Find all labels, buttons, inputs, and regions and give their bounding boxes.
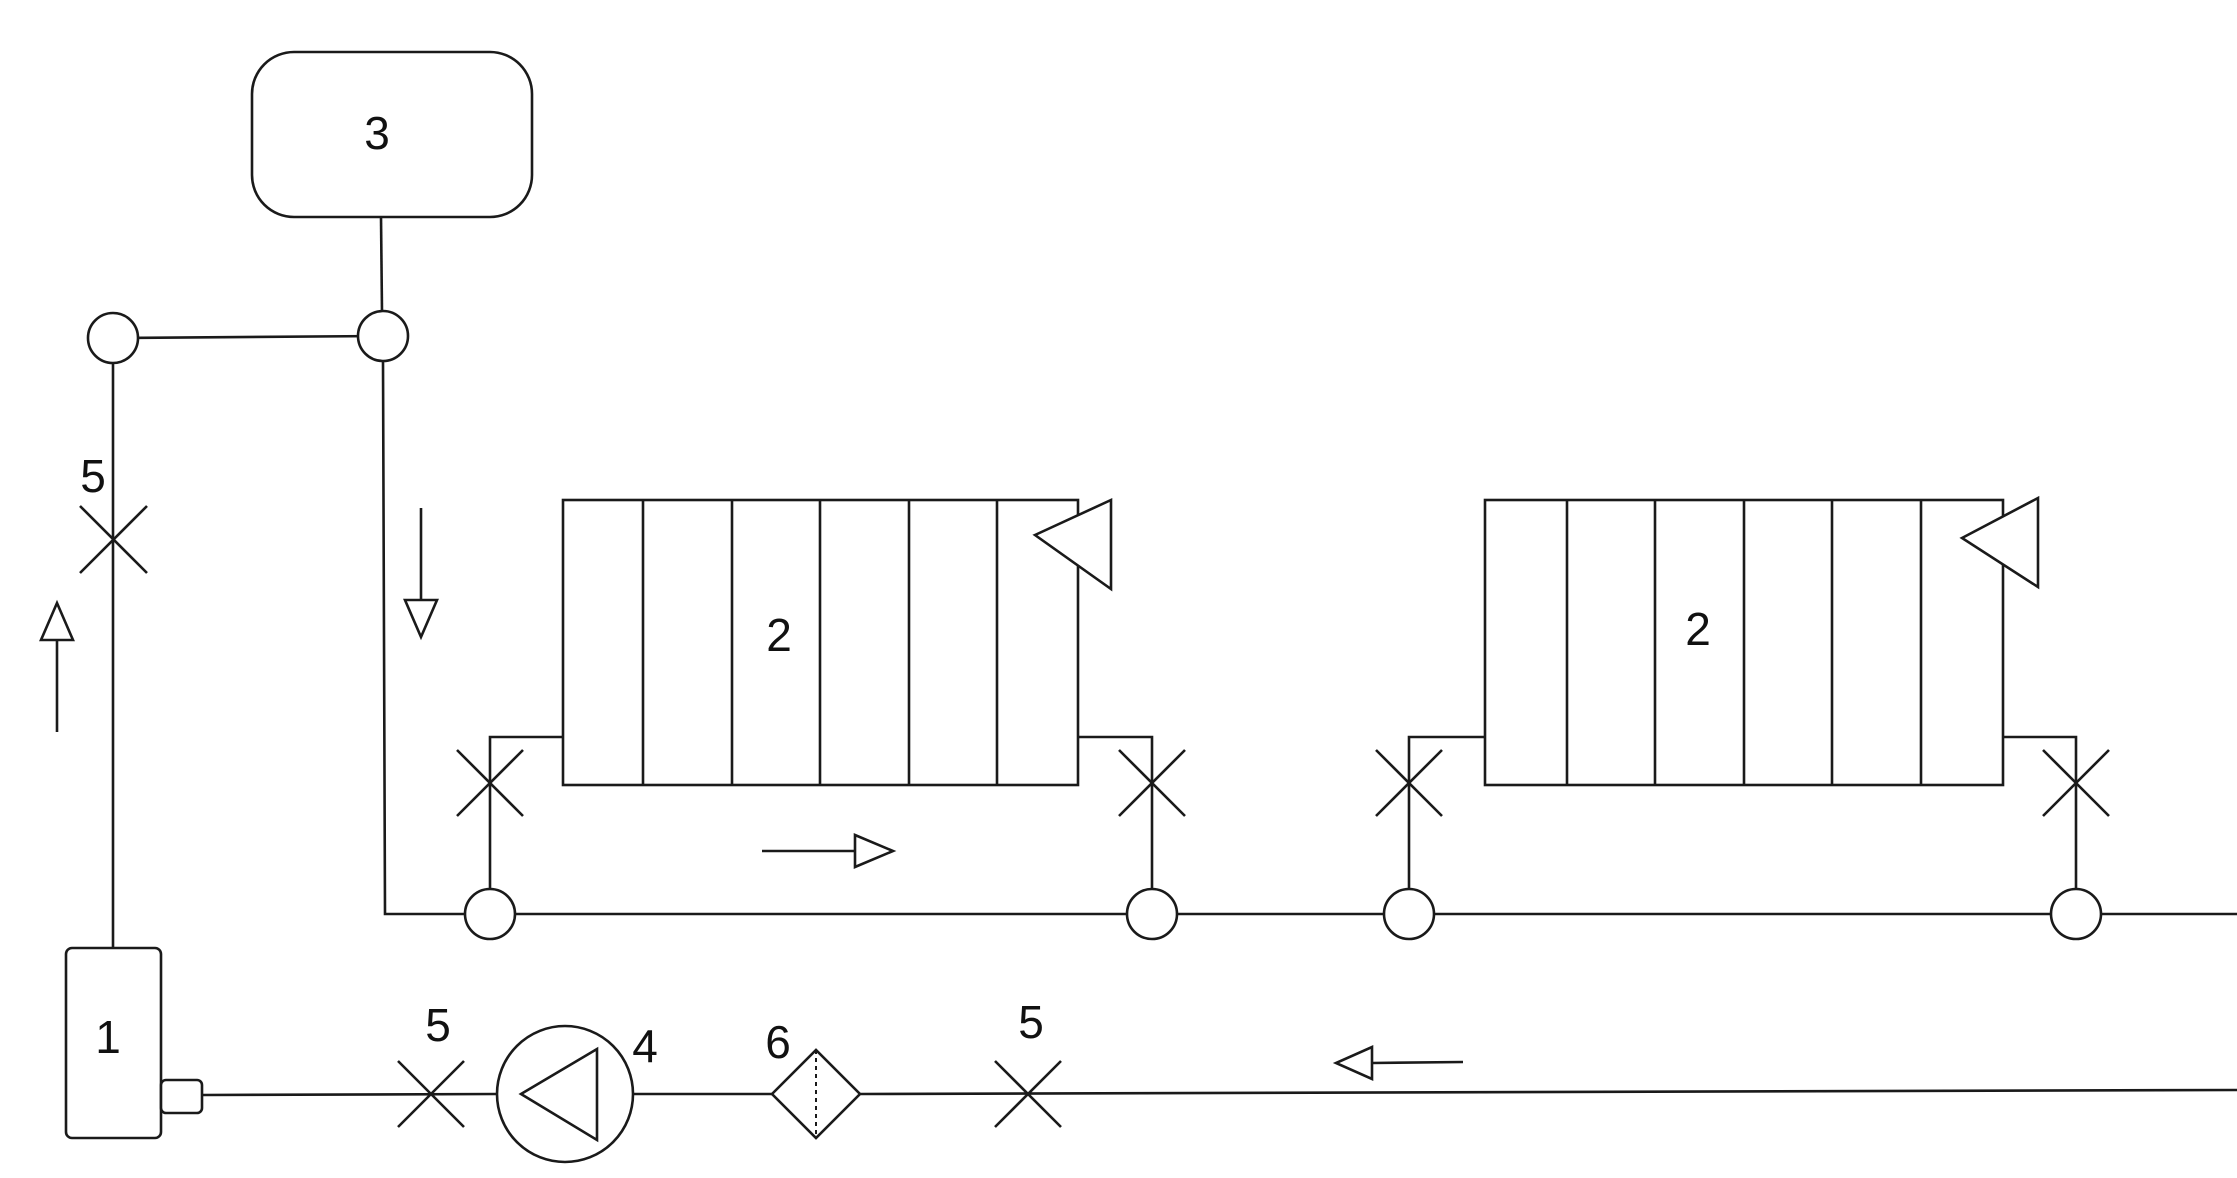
- boiler: 1: [64, 946, 204, 1140]
- junction-top-left: [86, 311, 140, 365]
- expansion-tank-label: 3: [364, 107, 390, 159]
- radiator-left-label: 2: [766, 609, 792, 661]
- junction-radiator-left-outlet: [1125, 887, 1179, 941]
- riser-valve-label: 5: [80, 450, 106, 502]
- radiator-right-outlet-pipe: [2003, 735, 2078, 890]
- radiator-right-inlet-valve-icon: [1375, 749, 1443, 817]
- pump-valve-label: 5: [425, 999, 451, 1051]
- radiator-right-inlet-pipe: [1407, 735, 1485, 890]
- flow-arrow-left-shaft: [1371, 1060, 1464, 1065]
- boiler-body: [64, 946, 163, 1140]
- return-pipe-1: [201, 1092, 499, 1097]
- radiator-left-inlet-valve-icon: [456, 749, 524, 817]
- radiator-right-label: 2: [1685, 603, 1711, 655]
- return-valve-label: 5: [1018, 996, 1044, 1048]
- air-vent-right-icon: [1959, 495, 2040, 590]
- valves: 5 5 5: [79, 450, 2110, 1128]
- pipes: [111, 216, 2237, 1097]
- pump-valve-icon: [397, 1060, 465, 1128]
- boiler-label: 1: [95, 1011, 121, 1063]
- pump: 4: [495, 1020, 658, 1164]
- radiator-left-inlet-pipe: [488, 735, 563, 890]
- radiator-left: 2: [561, 497, 1113, 787]
- junction-radiator-right-outlet: [2049, 887, 2103, 941]
- flow-arrow-left-icon: [1332, 1044, 1374, 1082]
- flow-arrows: [39, 508, 1464, 1082]
- return-valve-icon: [994, 1060, 1062, 1128]
- radiator-left-outlet-pipe: [1078, 735, 1154, 890]
- junction-radiator-right-inlet: [1382, 887, 1436, 941]
- junction-radiator-left-inlet: [463, 887, 517, 941]
- riser-valve-icon: [79, 505, 148, 574]
- radiator-right-outlet-valve-icon: [2042, 749, 2110, 817]
- filter: 6: [765, 1016, 862, 1140]
- pump-triangle-icon: [518, 1046, 599, 1143]
- return-pipe-3: [859, 1088, 2237, 1096]
- boiler-outlet-nozzle: [159, 1078, 204, 1115]
- radiator-left-outlet-valve-icon: [1118, 749, 1186, 817]
- flow-arrow-down-icon: [403, 598, 439, 641]
- filter-label: 6: [765, 1016, 791, 1068]
- pump-label: 4: [632, 1020, 658, 1072]
- tank-stem-pipe: [379, 216, 384, 313]
- top-pipe: [112, 334, 384, 340]
- radiator-right: 2: [1483, 495, 2040, 787]
- flow-arrow-up-icon: [39, 599, 75, 642]
- junctions: [86, 309, 2103, 941]
- downcomer-pipe: [381, 360, 472, 916]
- flow-arrow-right-icon: [853, 833, 897, 869]
- expansion-tank: 3: [250, 50, 534, 219]
- air-vent-left-icon: [1032, 497, 1113, 592]
- expansion-tank-body: [250, 50, 534, 219]
- junction-top-tank: [356, 309, 410, 363]
